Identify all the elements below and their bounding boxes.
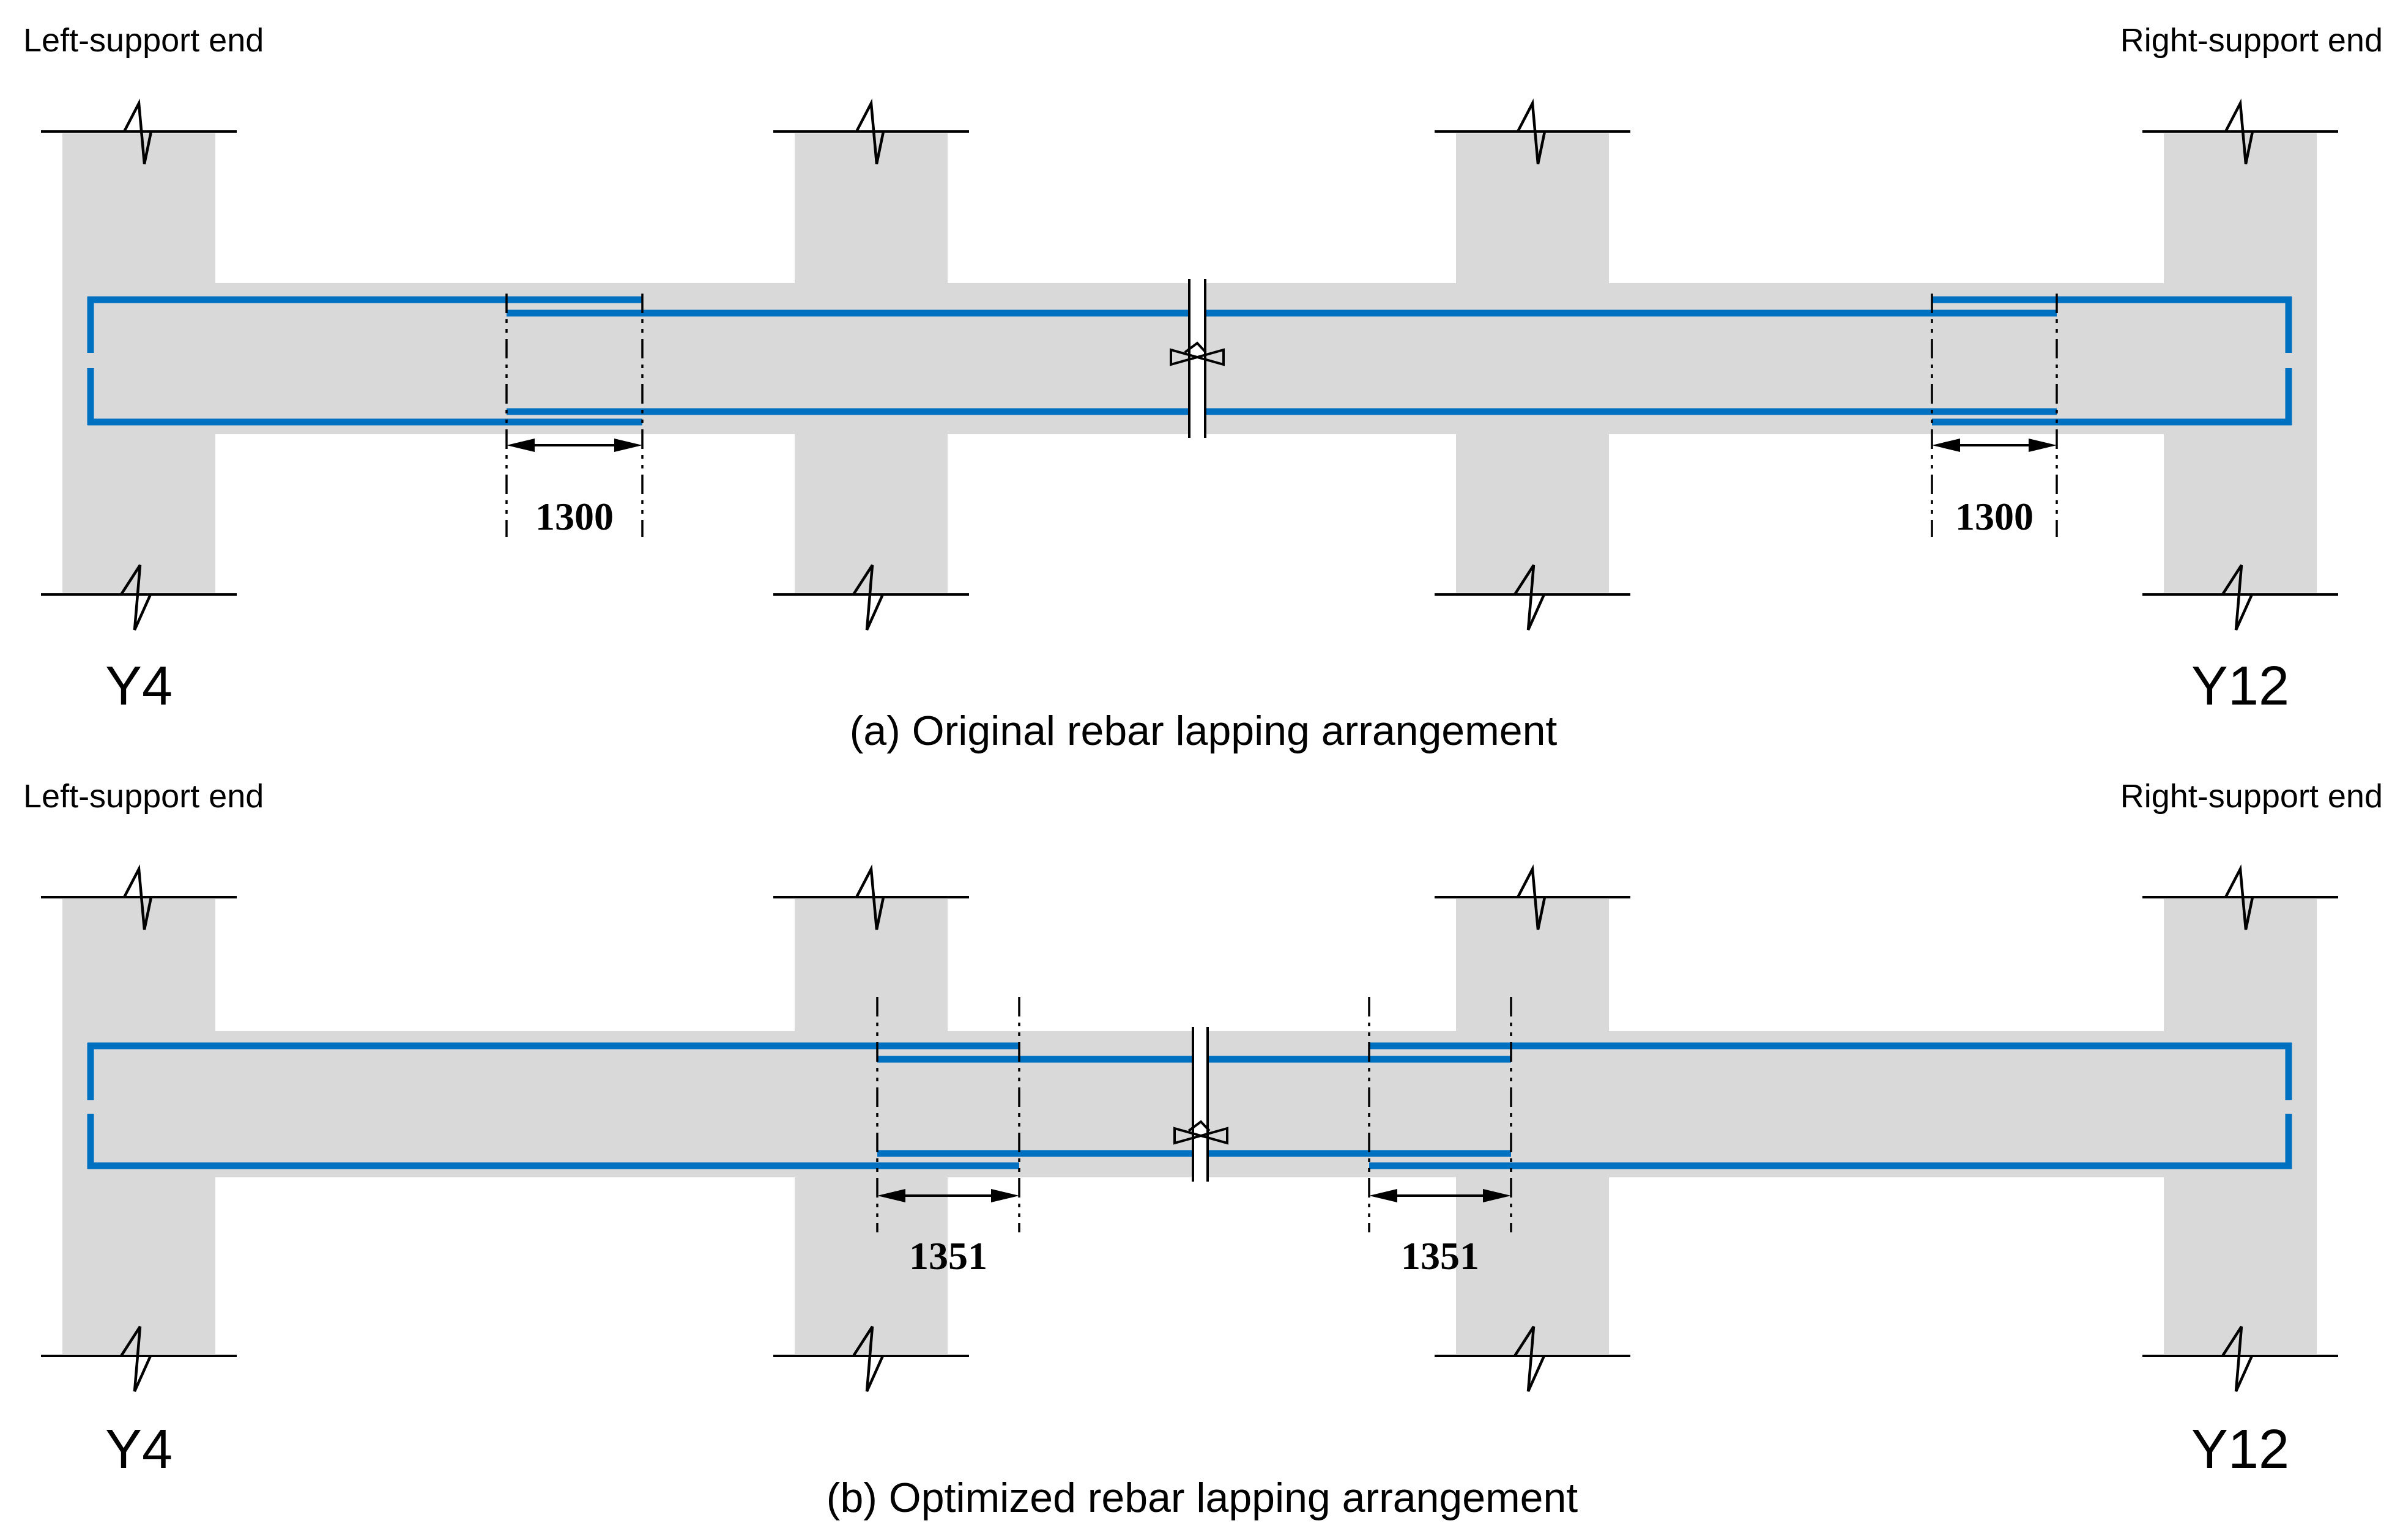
arrow-right-head bbox=[614, 439, 642, 452]
column-break-zigzag bbox=[1514, 564, 1546, 631]
left-support-label: Left-support end bbox=[23, 778, 264, 815]
diagram-b-rebar bbox=[87, 1042, 2292, 1169]
column-break-zigzag bbox=[852, 564, 885, 631]
diagram-a-column-bottom-breaks bbox=[41, 564, 2338, 631]
column-label-y4: Y4 bbox=[105, 1419, 173, 1480]
column-break-zigzag bbox=[2224, 864, 2254, 930]
column-inner-left-upper bbox=[795, 899, 948, 1031]
column-break-zigzag bbox=[852, 1325, 885, 1392]
column-break-zigzag bbox=[120, 564, 152, 631]
diagram-a-caption: (a) Original rebar lapping arrangement bbox=[850, 708, 1558, 754]
right-support-label: Right-support end bbox=[2120, 778, 2383, 815]
diagram-b-caption: (b) Optimized rebar lapping arrangement bbox=[826, 1475, 1578, 1521]
beam-break-caret bbox=[1187, 1120, 1211, 1132]
beam-break-bowtie bbox=[1170, 348, 1225, 366]
diagram-b-beam-break-symbol bbox=[1173, 1027, 1228, 1182]
right-support-label: Right-support end bbox=[2120, 22, 2383, 59]
diagram-b-concrete bbox=[62, 899, 2317, 1354]
column-break-zigzag bbox=[2221, 564, 2254, 631]
column-break-zigzag bbox=[123, 864, 153, 930]
lap-length-value: 1300 bbox=[535, 495, 614, 538]
arrow-left-head bbox=[507, 439, 535, 452]
column-label-y12: Y12 bbox=[2191, 656, 2289, 717]
diagram-a: 1300 1300 Left-support end Right-support… bbox=[23, 22, 2383, 754]
column-label-y4: Y4 bbox=[105, 656, 173, 717]
left-support-label: Left-support end bbox=[23, 22, 264, 59]
column-inner-right-lower bbox=[1456, 1177, 1609, 1354]
beam-break-bowtie bbox=[1173, 1127, 1228, 1145]
beam-break-caret bbox=[1184, 341, 1207, 354]
column-break-zigzag bbox=[1514, 1325, 1546, 1392]
column-break-zigzag bbox=[120, 1325, 152, 1392]
column-break-zigzag bbox=[855, 98, 885, 165]
column-inner-left-lower bbox=[795, 1177, 948, 1354]
diagram-b-column-top-breaks bbox=[41, 864, 2338, 930]
arrow-right-head bbox=[1483, 1189, 1511, 1202]
diagram-a-column-top-breaks bbox=[41, 98, 2338, 165]
lap-length-value: 1351 bbox=[909, 1234, 987, 1278]
column-break-zigzag bbox=[1517, 98, 1547, 165]
column-y12-upper-segment bbox=[2164, 899, 2317, 1031]
arrow-right-head bbox=[991, 1189, 1019, 1202]
column-break-zigzag bbox=[855, 864, 885, 930]
column-y4-upper-segment bbox=[62, 899, 215, 1031]
column-inner-right-upper bbox=[1456, 899, 1609, 1031]
arrow-left-head bbox=[877, 1189, 905, 1202]
column-inner-left-upper bbox=[795, 133, 948, 283]
column-break-zigzag bbox=[2221, 1325, 2254, 1392]
column-y12-upper-segment bbox=[2164, 133, 2317, 283]
diagram-b-right-lap-dimension: 1351 bbox=[1368, 997, 1512, 1278]
diagram-a-beam-break-symbol bbox=[1170, 279, 1225, 438]
column-break-zigzag bbox=[2224, 98, 2254, 165]
column-label-y12: Y12 bbox=[2191, 1419, 2289, 1480]
diagram-a-rebar bbox=[87, 296, 2292, 426]
diagram-a-right-lap-dimension: 1300 bbox=[1931, 294, 2058, 538]
column-y4-lower-segment bbox=[62, 1177, 215, 1354]
diagram-b-left-lap-dimension: 1351 bbox=[876, 997, 1020, 1278]
column-y4-upper-segment bbox=[62, 133, 215, 283]
diagram-a-left-lap-dimension: 1300 bbox=[505, 294, 644, 538]
column-break-zigzag bbox=[123, 98, 153, 165]
arrow-right-head bbox=[2029, 439, 2057, 452]
arrow-left-head bbox=[1932, 439, 1960, 452]
diagram-b-column-bottom-breaks bbox=[41, 1325, 2338, 1392]
arrow-left-head bbox=[1369, 1189, 1397, 1202]
lap-length-value: 1300 bbox=[1955, 495, 2034, 538]
beam-break-gap bbox=[1193, 1029, 1208, 1180]
diagram-b: 1351 1351 Left-support end Right-support… bbox=[23, 778, 2383, 1521]
lap-length-value: 1351 bbox=[1401, 1234, 1479, 1278]
column-inner-right-upper bbox=[1456, 133, 1609, 283]
column-break-zigzag bbox=[1517, 864, 1547, 930]
column-y12-lower-segment bbox=[2164, 1177, 2317, 1354]
